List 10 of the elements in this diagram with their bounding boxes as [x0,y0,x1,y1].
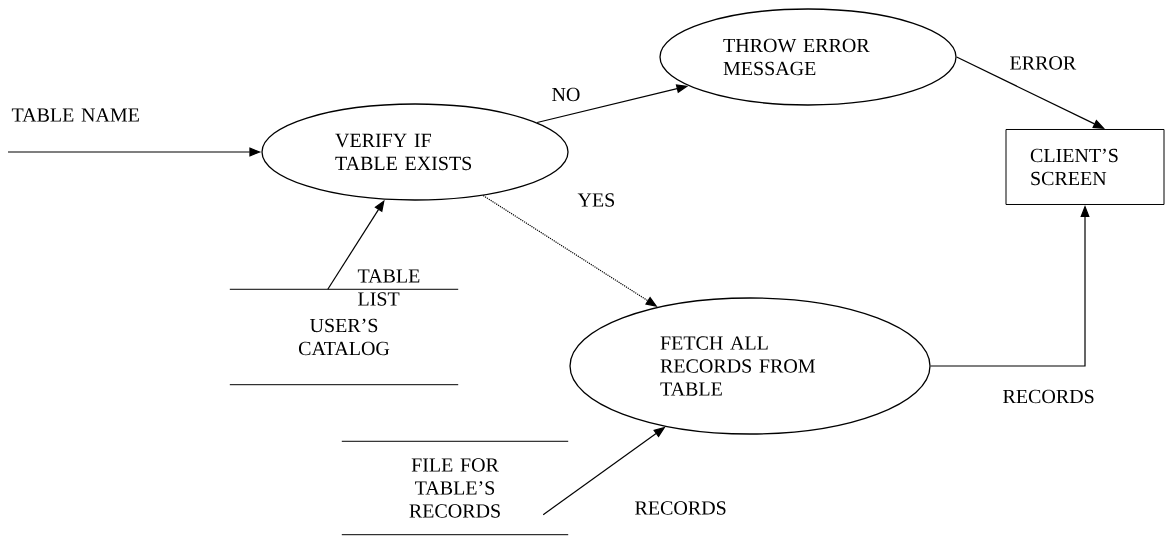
terminator-box: CLIENT’S SCREEN [1005,129,1165,205]
edge-label: TABLE LIST [357,269,420,306]
edge-label: RECORDS [635,501,726,515]
edge-label: TABLE NAME [11,108,139,122]
edge-label: NO [552,87,580,102]
edge-label: ERROR [1010,56,1077,70]
arrow [956,56,1105,129]
edge-label: RECORDS [1003,389,1094,404]
data-store: FILE FOR TABLE’S RECORDS [341,440,569,536]
edge-label: YES [577,193,615,207]
